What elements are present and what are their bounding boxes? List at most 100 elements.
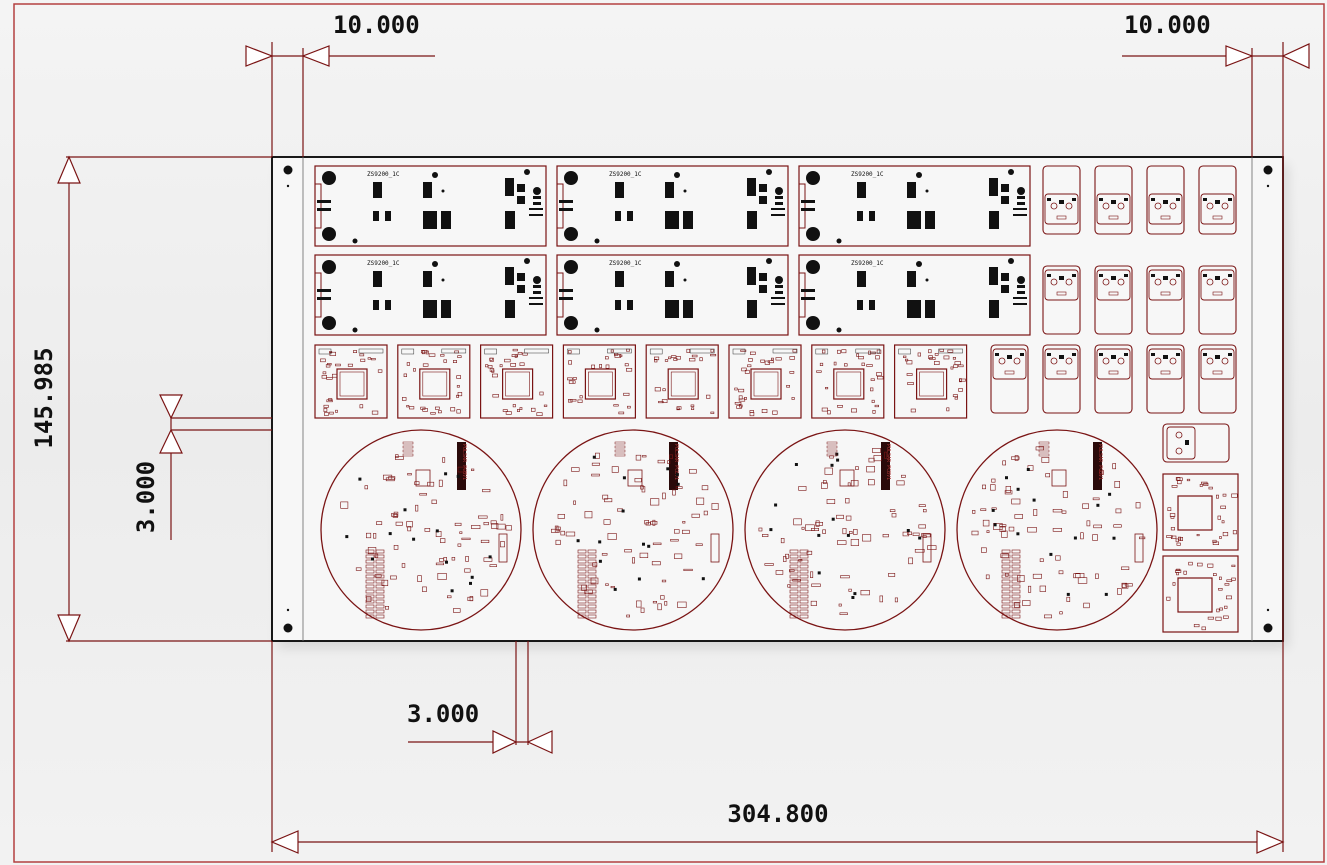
pad [1108,215,1119,220]
smd-pad [431,499,437,505]
via [925,189,929,193]
silk-line [1038,453,1050,457]
rect-board-notch [799,183,806,229]
header-pin [375,584,385,589]
small-module-outline [1198,165,1237,235]
square-boards-group [314,344,968,419]
header-pin [799,609,809,614]
hole [1013,357,1021,365]
solid-pad [345,535,349,539]
header-pin [1011,604,1021,609]
smd-pad [1196,533,1200,537]
smd-pad [691,354,698,358]
smd-pad [373,533,377,539]
pad [505,178,514,196]
drawing-frame [13,3,1325,863]
via [916,172,922,178]
smd-pad [1115,508,1122,514]
header-pin [799,584,809,589]
smd-pad [452,360,457,363]
smd-pad [590,577,599,585]
pad [989,267,998,285]
smd-pad [340,501,349,509]
header-pin [799,604,809,609]
smd-pad [619,354,623,357]
header-pin [577,564,587,569]
solid-pad [1049,552,1053,556]
header-pin [1011,554,1021,559]
pad [1163,355,1168,359]
smd-pad [699,357,703,362]
small-boards-group [990,165,1239,633]
hole [1117,357,1125,365]
chip-outline [584,368,617,400]
smd-pad [563,479,568,487]
header-pin [587,614,597,619]
smd-pad [837,540,847,545]
pad [665,211,679,229]
silk-line [402,449,414,453]
smd-pad [610,585,615,589]
smd-pad [870,387,874,392]
ic-outline [627,469,643,487]
pad [907,182,916,198]
smd-pad [1027,585,1032,593]
smd-pad [505,411,512,415]
chip-outline [419,368,451,400]
smd-pad [876,372,882,377]
hole [1102,278,1110,286]
smd-pad [993,523,1003,531]
via [441,278,445,282]
pad [627,211,633,221]
smd-pad [1170,527,1175,531]
smd-pad [664,359,669,362]
smd-pad [875,355,880,360]
dim-height-value: 145.985 [30,347,58,448]
smd-pad [874,404,879,408]
pad [615,182,624,198]
header-pin [365,579,375,584]
connector-body [1200,269,1235,301]
smd-pad [761,409,768,414]
smd-pad [610,349,614,353]
connector-body [1044,193,1079,225]
smd-pad [624,363,629,367]
smd-pad [611,466,619,473]
small-square-outline [1162,473,1239,551]
smd-pad [789,356,795,360]
header-pin [365,564,375,569]
via [775,276,783,284]
smd-pad [798,486,807,491]
smd-pad [1114,480,1120,488]
smd-pad [876,375,884,380]
hole [1117,202,1125,210]
pad [529,214,543,216]
pad [1176,353,1180,356]
solid-pad [993,523,997,527]
smd-pad [450,407,456,412]
pad [1111,276,1116,280]
smd-pad [738,395,743,400]
header-pin [789,604,799,609]
square-board [811,344,885,419]
small-module [990,344,1029,414]
smd-pad [675,356,681,360]
square-board-outline [397,344,471,419]
ic-outline [415,469,431,487]
pad [1001,184,1009,192]
smd-pad [374,574,382,578]
smd-pad [572,377,577,380]
label-strip [457,442,466,490]
round-board: PULSAR PCBV1 [320,429,522,631]
square-board [728,344,802,419]
smd-pad [1124,583,1133,587]
header-pin [365,609,375,614]
silk-box [938,348,963,354]
smd-pad [440,354,445,357]
pad [1001,196,1009,204]
pad [1017,285,1025,288]
via [524,258,530,264]
smd-pad [377,369,383,373]
header-pin [799,579,809,584]
pad [1017,291,1025,294]
